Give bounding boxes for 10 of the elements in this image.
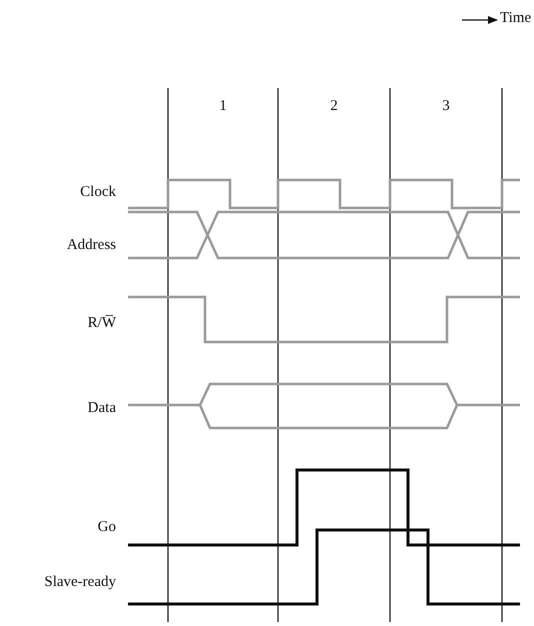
signal-label: R/W̅ [88,314,116,332]
signal-label: Slave-ready [44,573,116,591]
cycle-number: 1 [219,97,227,115]
axis-label: Time [500,9,532,27]
signal-label: Address [66,236,116,254]
cycle-number: 2 [330,97,338,115]
cycle-number: 3 [442,97,450,115]
signal-label: Go [98,518,116,536]
signal-label: Clock [80,183,116,201]
signal-label: Data [88,399,116,417]
